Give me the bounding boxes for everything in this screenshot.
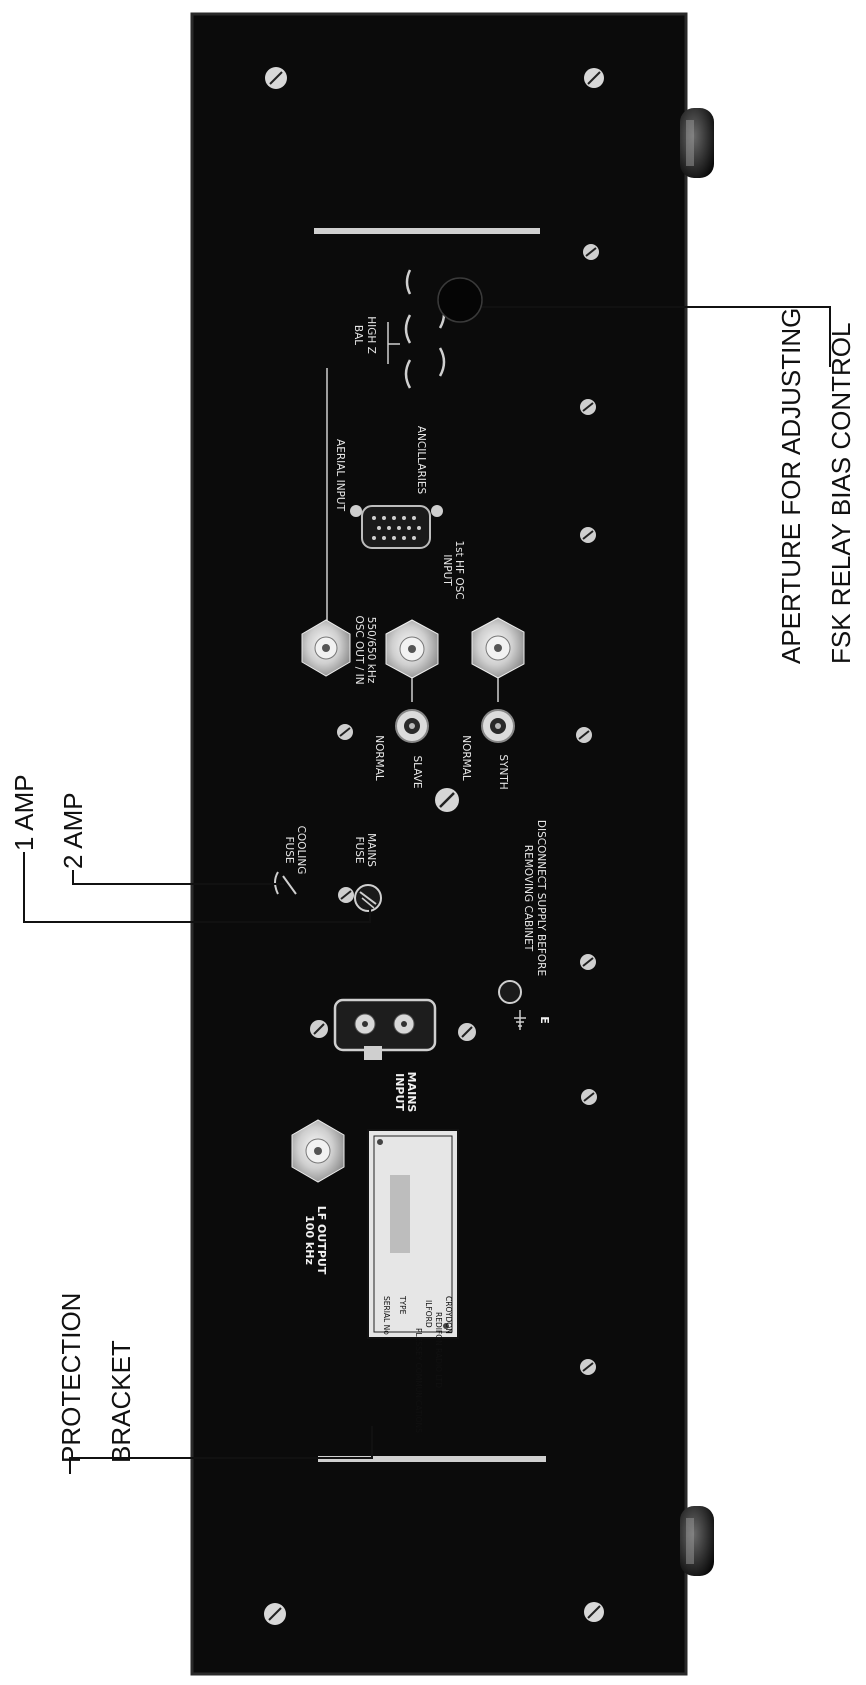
amp1-leader <box>23 852 371 923</box>
earth-terminal <box>498 980 526 1030</box>
mains-input-label-2: INPUT <box>393 1073 406 1111</box>
normal-label-1-group: NORMAL <box>373 735 385 781</box>
rear-panel <box>192 14 686 1674</box>
synth-label-group: SYNTH <box>497 754 509 789</box>
protection-bracket-leader <box>69 1426 373 1474</box>
disconnect-warning-1: DISCONNECT SUPPLY BEFORE <box>535 820 547 976</box>
plate-line-4: ILFORD <box>424 1300 433 1328</box>
screw <box>458 1023 476 1041</box>
plate-line-5: REDIFON RADIO LTD <box>434 1312 443 1388</box>
osc-out-in-socket <box>385 619 439 679</box>
synth-toggle-switch <box>481 709 515 743</box>
cooling-fuse-label-group: COOLING FUSE <box>283 826 307 875</box>
aperture-leader <box>482 306 831 367</box>
lf-output-label-group: LF OUTPUT 100 kHz <box>303 1206 328 1275</box>
screw <box>580 1359 596 1375</box>
slave-toggle-switch <box>395 709 429 743</box>
normal-label-2: NORMAL <box>460 735 472 781</box>
earth-label: E <box>538 1016 551 1024</box>
lf-output-label-2: 100 kHz <box>303 1215 316 1265</box>
screw <box>584 1602 604 1622</box>
panel-edge <box>190 12 688 1676</box>
mains-input-connector <box>333 998 437 1060</box>
aperture-hole <box>437 277 483 323</box>
screw <box>337 724 353 740</box>
aerial-input-label-group: AERIAL INPUT <box>334 439 346 512</box>
amp2-callout-label: 2 AMP <box>58 792 88 869</box>
normal-label-1: NORMAL <box>373 735 385 781</box>
ancillaries-connector <box>350 505 443 549</box>
ancillaries-label: ANCILLARIES <box>415 426 427 495</box>
cooling-fuse-label-2: FUSE <box>283 836 295 863</box>
aperture-callout-line-1: APERTURE FOR ADJUSTING <box>776 308 806 664</box>
mains-fuse-label-group: MAINS FUSE <box>353 833 377 867</box>
slave-label: SLAVE <box>411 755 423 788</box>
slave-label-group: SLAVE <box>411 755 423 788</box>
protection-bracket-top <box>314 228 540 234</box>
cooling-fuse-label-1: COOLING <box>295 826 307 875</box>
plate-line-6: CROYDON <box>444 1296 453 1334</box>
screw <box>265 67 287 89</box>
aperture-callout: APERTURE FOR ADJUSTING FSK RELAY BIAS CO… <box>776 308 856 664</box>
lf-output-label-1: LF OUTPUT <box>315 1206 328 1275</box>
protection-callout: PROTECTION BRACKET <box>56 1293 136 1463</box>
screw <box>580 399 596 415</box>
aerial-input-label: AERIAL INPUT <box>334 439 346 512</box>
screw <box>264 1603 286 1625</box>
amp1-callout: 1 AMP <box>9 774 39 851</box>
hf-osc-input-socket <box>471 617 525 679</box>
screw <box>338 887 354 903</box>
mains-input-label-1: MAINS <box>405 1072 418 1113</box>
lf-output-socket <box>291 1119 345 1183</box>
plate-serial: SERIAL No <box>382 1296 391 1335</box>
mains-input-label-group: MAINS INPUT <box>393 1072 418 1113</box>
disconnect-warning-2: REMOVING CABINET <box>522 845 534 952</box>
hf-osc-label-1: 1st HF OSC <box>453 540 465 599</box>
screw <box>583 244 599 260</box>
osc-out-in-label-2: OSC OUT / IN <box>353 615 365 684</box>
hf-osc-label-group: 1st HF OSC INPUT <box>441 540 465 599</box>
amp2-callout: 2 AMP <box>58 792 88 869</box>
screw <box>584 68 604 88</box>
screw <box>580 527 596 543</box>
mains-fuse-label-1: MAINS <box>365 833 377 867</box>
screw <box>580 954 596 970</box>
normal-label-2-group: NORMAL <box>460 735 472 781</box>
screw <box>310 1020 328 1038</box>
high-z-bracket-line <box>387 322 400 364</box>
amp2-leader <box>72 870 284 885</box>
protection-callout-line-2: BRACKET <box>106 1340 136 1463</box>
foot-knob-top <box>680 108 714 178</box>
serial-plate: SERIAL No TYPE PLESSEY COMMUNICATIONS IL… <box>367 1129 459 1433</box>
ancillaries-label-group: ANCILLARIES <box>415 426 427 495</box>
protection-callout-line-1: PROTECTION <box>56 1293 86 1463</box>
aerial-input-socket <box>301 619 351 677</box>
high-z-label-group: HIGH Z BAL <box>352 316 377 354</box>
plate-line-3: PLESSEY COMMUNICATIONS <box>414 1328 423 1433</box>
disconnect-warning-group: DISCONNECT SUPPLY BEFORE REMOVING CABINE… <box>522 820 547 976</box>
foot-knob-bottom <box>680 1506 714 1576</box>
screw <box>576 727 592 743</box>
mains-fuse-label-2: FUSE <box>353 836 365 863</box>
amp1-callout-label: 1 AMP <box>9 774 39 851</box>
synth-label: SYNTH <box>497 754 509 789</box>
plate-type: TYPE <box>398 1295 407 1315</box>
earth-label-group: E <box>538 1016 551 1024</box>
osc-out-in-label-1: 550/650 kHz <box>365 617 377 684</box>
aperture-callout-line-2: FSK RELAY BIAS CONTROL <box>826 323 856 664</box>
screw <box>581 1089 597 1105</box>
protection-bracket-bottom <box>318 1456 546 1462</box>
hf-osc-label-2: INPUT <box>441 554 453 586</box>
screw <box>435 788 459 812</box>
cooling-fuse-holder <box>274 871 297 895</box>
bal-label: BAL <box>352 325 364 345</box>
osc-out-in-label-group: 550/650 kHz OSC OUT / IN <box>353 615 377 684</box>
high-z-label: HIGH Z <box>365 316 377 354</box>
mains-fuse-holder <box>354 884 382 912</box>
